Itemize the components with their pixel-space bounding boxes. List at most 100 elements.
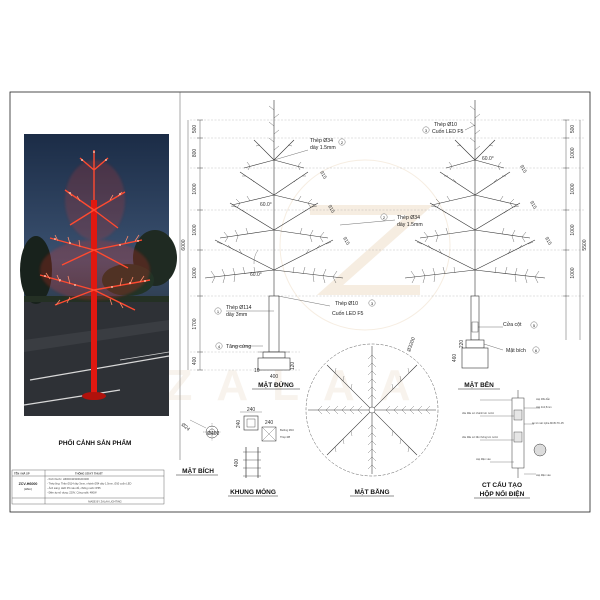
- product-code: ZCV-H6000: [19, 482, 38, 486]
- front-branch-dim-3: 915: [341, 236, 350, 246]
- callout-num-3-b: [422, 126, 430, 134]
- side-base-dim-2: 220: [459, 340, 465, 349]
- side-dim-5: 1000: [570, 267, 576, 278]
- frame-dim-1: 240: [247, 407, 256, 413]
- callout-steel34-top-thk: dày 1.5mm: [310, 145, 336, 151]
- callout-num-4-text: 4: [218, 344, 221, 349]
- side-elevation: [404, 100, 546, 369]
- side-view-title: MẶT BÊN: [464, 380, 494, 389]
- frame-dim-3: 240: [265, 420, 274, 426]
- callout-steel34-mid-thk: dày 1.5mm: [397, 222, 423, 228]
- plan-dim: Ø3200: [406, 336, 417, 352]
- flange-view: [189, 419, 221, 441]
- box-note-7: cáp điện vào: [536, 473, 551, 477]
- callout-num-2-b-text: 2: [383, 215, 386, 220]
- callout-num-3-a-text: 3: [371, 301, 374, 306]
- spec-line-3: - Ánh sáng: LED F5 màu đỏ, chống nước IP…: [47, 486, 101, 490]
- callout-num-1: [214, 307, 222, 315]
- front-angle-arc: [253, 249, 259, 265]
- side-dim-1: 500: [570, 125, 576, 134]
- front-angle-1: 60.0°: [260, 202, 272, 208]
- front-dim-1: 500: [192, 125, 198, 134]
- side-dim-4: 1000: [570, 224, 576, 235]
- callout-flange: Mặt bích: [506, 348, 526, 354]
- frame-view-title: KHUNG MÓNG: [230, 487, 276, 496]
- callout-num-5: [530, 321, 538, 329]
- callout-num-3-a: [368, 299, 376, 307]
- front-elevation: [204, 100, 344, 371]
- junction-box: [480, 390, 547, 478]
- side-total-dim: 5500: [582, 239, 588, 250]
- callout-num-3-b-text: 3: [425, 128, 428, 133]
- front-view-title: MẶT ĐỨNG: [258, 380, 294, 389]
- callout-flange-leader: [483, 343, 504, 351]
- title-header-name: TÊN / MÃ SP: [14, 471, 30, 476]
- front-dim-2: 800: [192, 149, 198, 158]
- callout-num-6: [532, 346, 540, 354]
- callout-steel10-mid: Thép Ø10: [335, 301, 358, 307]
- side-angle-1: 60.0°: [482, 156, 494, 162]
- callout-num-2-a-text: 2: [341, 140, 344, 145]
- callout-door: Cửa cột: [503, 321, 522, 328]
- box-note-1: cáp 3lõi dẫn: [536, 396, 551, 401]
- callout-base-ring: Tăng cứng: [226, 344, 251, 350]
- spec-line-4: - Điện áp sử dụng: 220V, Công suất: 480W: [47, 491, 97, 495]
- box-note-6: áp tô mát 1pha MCB-TK-35: [532, 421, 564, 425]
- callout-num-2-b: [380, 213, 388, 221]
- callout-steel114: Thép Ø114: [226, 305, 252, 311]
- callout-steel10-top-leader: [464, 124, 476, 131]
- product-photo: [20, 134, 177, 416]
- box-note-4: cầu đấu sứ liền thông kín nước: [462, 435, 499, 439]
- photo-caption: PHỐI CẢNH SẢN PHẨM: [59, 437, 132, 447]
- front-total-dim: 6000: [181, 239, 187, 250]
- plan-view: [305, 343, 439, 477]
- frame-view: [240, 411, 277, 478]
- frame-note-bolt: Bulông M16: [280, 428, 294, 432]
- callout-steel34-mid: Thép Ø34: [397, 215, 420, 221]
- level-lines: [190, 119, 585, 371]
- plan-view-title: MẶT BẰNG: [354, 487, 389, 496]
- callout-steel34-top: Thép Ø34: [310, 138, 333, 144]
- callout-steel10-mid-led: Cuốn LED F5: [332, 311, 364, 317]
- side-dim-2: 1000: [570, 147, 576, 158]
- flange-dim-hole: Ø24: [180, 422, 191, 433]
- callout-num-2-a: [338, 138, 346, 146]
- callout-num-1-text: 1: [217, 309, 220, 314]
- callout-steel10-top-led: Cuốn LED F5: [432, 129, 464, 135]
- callout-num-4: [215, 342, 223, 350]
- callout-steel114-thk: dày 3mm: [226, 312, 247, 318]
- title-header-specs: THÔNG SỐ KỸ THUẬT: [75, 471, 103, 476]
- frame-dim-2: 240: [236, 420, 242, 429]
- front-base-dim-400: 400: [270, 374, 279, 380]
- front-branch-dim-1: 915: [318, 170, 327, 180]
- frame-note-steel: Thép Ø8: [280, 435, 291, 439]
- front-dim-6: 1700: [192, 318, 198, 329]
- front-callout-leaders: [226, 149, 331, 347]
- front-dim-7: 400: [192, 357, 198, 366]
- callout-num-6-text: 6: [535, 348, 538, 353]
- callout-steel10-top: Thép Ø10: [434, 122, 457, 128]
- front-dim-3: 1000: [192, 183, 198, 194]
- photo-tree: [39, 150, 151, 400]
- side-branch-dim-3: 915: [543, 236, 552, 246]
- title-block: [11, 469, 165, 505]
- side-base-dim-1: 460: [452, 354, 458, 363]
- front-dim-5: 1000: [192, 267, 198, 278]
- front-dim-chain: [187, 119, 203, 371]
- front-angle-2: 60.0°: [250, 272, 262, 278]
- box-view-title-2: HỘP NỐI ĐIỆN: [480, 488, 525, 498]
- front-branch-dim-2: 915: [326, 204, 335, 214]
- box-view-title-1: CT CẤU TẠO: [482, 479, 522, 489]
- product-code-sub: (H6m): [24, 487, 32, 491]
- flange-dim-dia: Ø400: [207, 431, 219, 437]
- callout-steel34-mid-leader: [339, 219, 396, 226]
- box-note-2: cáp 3x2,5mm: [536, 405, 552, 409]
- side-branch-dim-2: 915: [528, 200, 537, 210]
- box-note-3: cầu đấu sứ nhánh kín nước: [462, 411, 495, 415]
- frame-dim-4: 400: [234, 459, 240, 468]
- front-base-dim-2: 10: [254, 368, 260, 374]
- watermark-text: ZALAA: [165, 361, 434, 410]
- title-footer: MADE BY ZALAA LIGHTING: [88, 500, 121, 504]
